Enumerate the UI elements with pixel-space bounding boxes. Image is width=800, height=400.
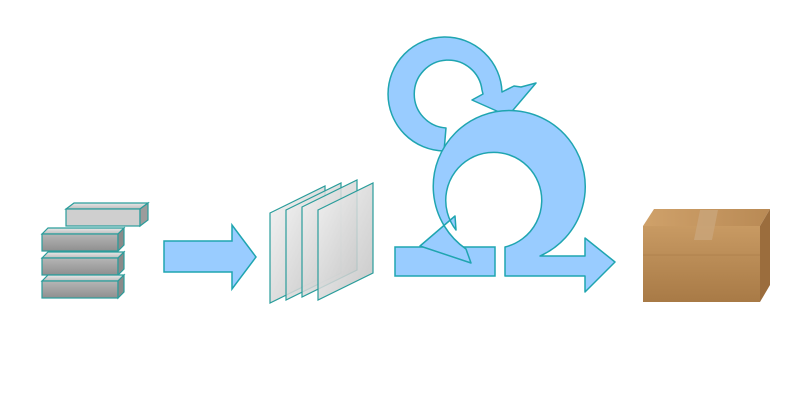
- brick: [40, 273, 126, 300]
- sprint-cycle-icon: [394, 109, 616, 293]
- arrow-right-icon: [163, 222, 257, 292]
- sheet: [317, 182, 374, 301]
- brick: [40, 226, 126, 253]
- daily-cycle-icon: [387, 36, 537, 152]
- brick: [64, 201, 150, 228]
- brick: [40, 250, 126, 277]
- product-backlog-icon: [40, 201, 150, 300]
- sprint-backlog-icon: [269, 179, 374, 304]
- increment-box-icon: [643, 209, 770, 302]
